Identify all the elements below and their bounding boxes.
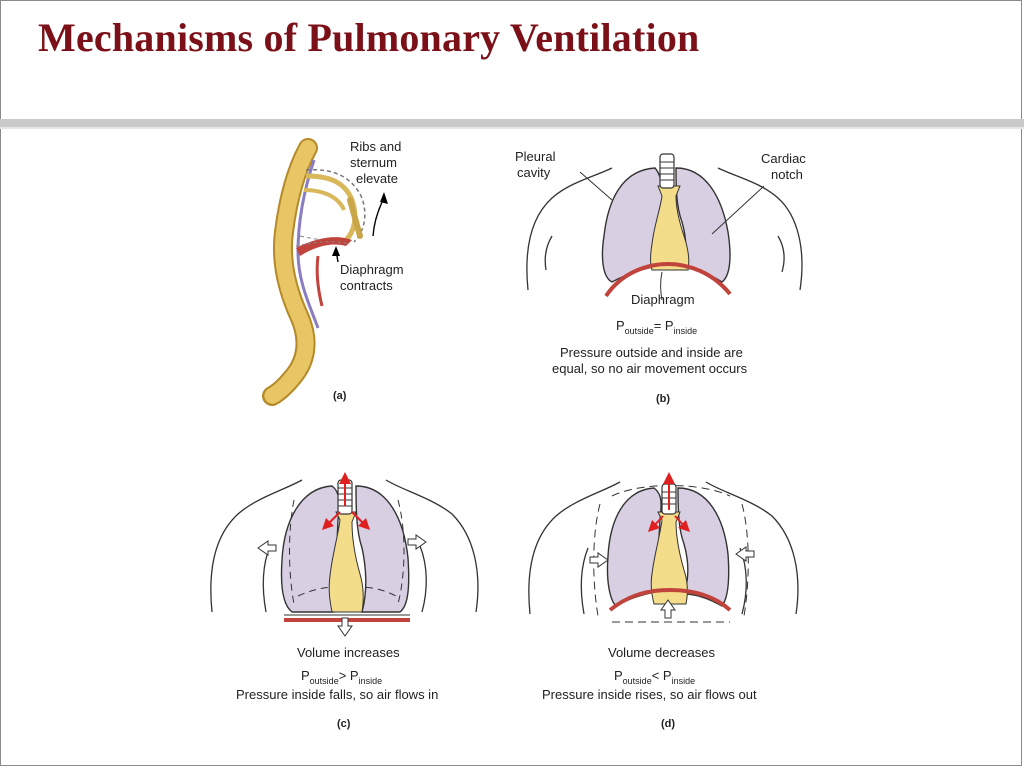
title-divider-shadow: [0, 127, 1024, 129]
panel-d-caption: (d): [661, 718, 675, 730]
panel-c: Volume increases Poutside> Pinside Press…: [210, 472, 479, 730]
label-diaphragm-contracts-line1: Diaphragm: [340, 262, 404, 277]
panel-d-flow: Pressure inside rises, so air flows out: [542, 687, 757, 702]
expansion-arrows-c: [257, 534, 427, 637]
lungs-d: [593, 483, 749, 623]
pressure-relation-c: Poutside> Pinside: [301, 668, 382, 686]
panel-b-caption: (b): [656, 393, 670, 405]
label-ribs-line1: Ribs and: [350, 139, 401, 154]
label-ribs-line3: elevate: [356, 171, 398, 186]
label-cardiac-notch-line2: notch: [771, 167, 803, 182]
compression-arrows-d: [589, 546, 755, 619]
pressure-relation-d: Poutside< Pinside: [614, 668, 695, 686]
airflow-arrows-out: [648, 472, 690, 532]
panel-c-caption: (c): [337, 718, 351, 730]
panel-c-flow: Pressure inside falls, so air flows in: [236, 687, 438, 702]
label-ribs-line2: sternum: [350, 155, 397, 170]
torso-outline-b: [526, 167, 803, 291]
pressure-relation-b: Poutside= Pinside: [616, 318, 697, 336]
panel-b-text-line2: equal, so no air movement occurs: [552, 361, 748, 376]
label-diaphragm-b: Diaphragm: [631, 292, 695, 307]
panel-d: Volume decreases Poutside< Pinside Press…: [528, 472, 799, 730]
airflow-arrows-in: [322, 472, 370, 530]
panel-a: Ribs and sternum elevate Diaphragm contr…: [262, 138, 404, 406]
panel-b: Pleural cavity Cardiac notch Diaphragm P…: [515, 149, 806, 405]
panel-d-volume: Volume decreases: [608, 645, 715, 660]
lungs-b: [601, 153, 732, 298]
panel-a-caption: (a): [333, 390, 347, 402]
lungs-c: [280, 479, 410, 622]
label-diaphragm-contracts-line2: contracts: [340, 278, 393, 293]
spine-illustration: [262, 138, 388, 406]
slide-title: Mechanisms of Pulmonary Ventilation: [38, 15, 700, 60]
label-pleural-cavity-line2: cavity: [517, 165, 551, 180]
panel-b-text-line1: Pressure outside and inside are: [560, 345, 743, 360]
title-divider: [0, 119, 1024, 127]
label-cardiac-notch-line1: Cardiac: [761, 151, 806, 166]
label-pleural-cavity-line1: Pleural: [515, 149, 556, 164]
panel-c-volume: Volume increases: [297, 645, 400, 660]
